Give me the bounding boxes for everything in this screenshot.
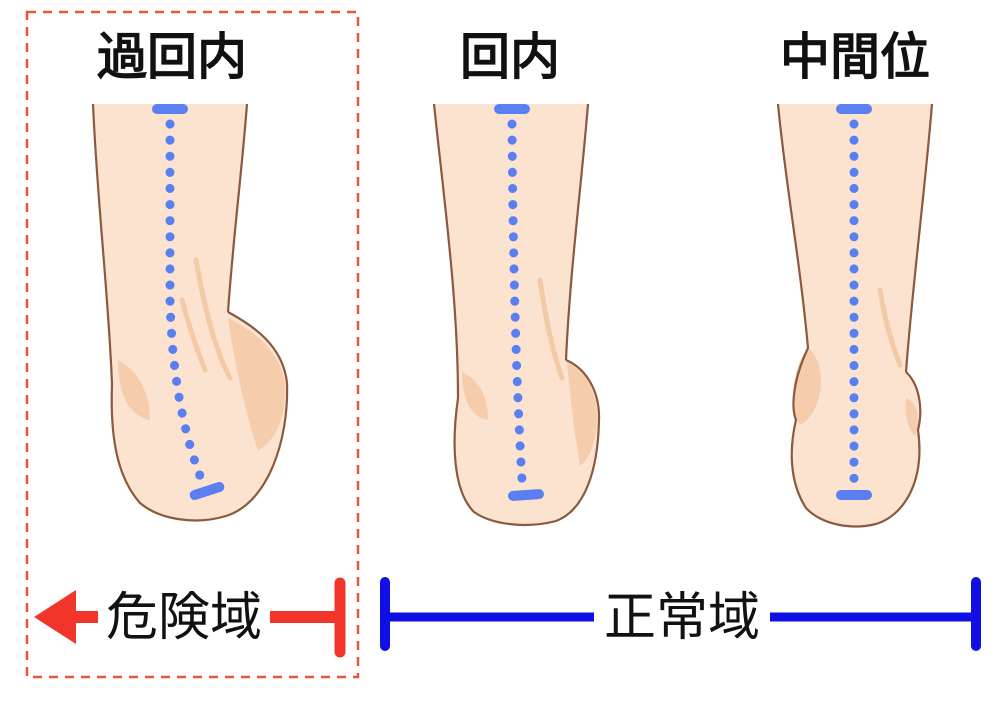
heel-outline: [776, 103, 922, 528]
leg-outline-right: [226, 103, 249, 313]
tendon-line: [537, 277, 565, 381]
danger-zone-label: 危険域: [98, 583, 270, 653]
tendon-line: [193, 257, 233, 381]
axis-top-cap: [152, 104, 188, 114]
toe-shadow: [567, 362, 598, 466]
danger-arrowhead: [34, 590, 76, 644]
axis-top-cap: [494, 104, 530, 114]
tendon-line-2: [179, 297, 208, 373]
toe-shadow: [228, 318, 286, 450]
leg-outline-right: [564, 103, 590, 361]
heel-outline: [91, 103, 289, 522]
normal-zone-label: 正常域: [594, 583, 770, 653]
axis-bottom-cap: [836, 490, 872, 500]
foot-excessive-pronation: [91, 103, 289, 522]
axis-bottom-cap: [189, 481, 225, 501]
axis-dotted-line: [507, 119, 527, 485]
axis-dotted-line: [165, 119, 209, 491]
panel-title-excessive-pronation: 過回内: [97, 28, 247, 86]
leg-skin: [93, 104, 288, 521]
leg-outline-right: [904, 103, 934, 373]
panel-title-pronation: 回内: [460, 28, 560, 86]
tendon-line: [877, 287, 903, 368]
axis-top-cap: [836, 104, 872, 114]
ankle-shadow-right: [905, 398, 918, 436]
danger-highlight-box: [25, 10, 360, 679]
axis-bottom-cap: [508, 489, 544, 501]
heel-outline: [432, 103, 601, 526]
foot-neutral: [776, 103, 934, 528]
ankle-shadow: [118, 360, 150, 420]
panel-title-neutral: 中間位: [780, 28, 930, 86]
foot-pronation: [432, 103, 601, 526]
ankle-shadow: [462, 372, 488, 420]
